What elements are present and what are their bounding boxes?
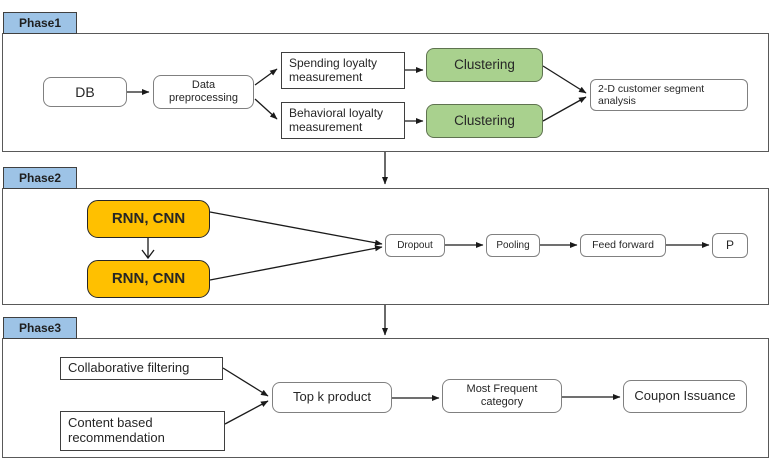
arrow-collab-topk [222,367,269,397]
node-spending-loyalty-label: Spending loyalty measurement [289,55,378,84]
phase1-tab: Phase1 [3,12,77,34]
node-most-frequent-category: Most Frequent category [442,379,562,413]
node-data-preprocessing-label: Data preprocessing [168,79,239,104]
node-rnn-cnn-top: RNN, CNN [87,200,210,238]
arrow-rnn1-rnn2-head [141,249,155,260]
phase1-tab-label: Phase1 [18,16,62,30]
node-db-label: DB [75,83,95,100]
arrow-content-topk [224,400,269,425]
arrow-clustering1-segment [542,65,587,94]
arrow-prep-behavioral [254,98,278,120]
node-data-preprocessing: Data preprocessing [153,75,254,109]
phase2-tab-label: Phase2 [18,171,62,185]
node-dropout-label: Dropout [397,239,433,251]
node-clustering-top: Clustering [426,48,543,82]
node-clustering-bottom: Clustering [426,104,543,138]
node-clustering-top-label: Clustering [454,57,515,73]
node-segment-analysis: 2-D customer segment analysis [590,79,748,111]
node-segment-analysis-label: 2-D customer segment analysis [598,82,705,107]
node-spending-loyalty: Spending loyalty measurement [281,52,405,89]
node-behavioral-loyalty: Behavioral loyalty measurement [281,102,405,139]
node-feed-forward-label: Feed forward [592,239,654,252]
arrow-rnn2-dropout [209,245,383,281]
node-rnn-cnn-bottom: RNN, CNN [87,260,210,298]
node-coupon-issuance-label: Coupon Issuance [634,388,736,404]
node-collaborative-filtering-label: Collaborative filtering [68,360,190,376]
phase3-tab: Phase3 [3,317,77,339]
node-db: DB [43,77,127,107]
phase2-tab: Phase2 [3,167,77,189]
phase3-tab-label: Phase3 [18,321,62,335]
node-top-k-product: Top k product [272,382,392,413]
node-most-frequent-category-label: Most Frequent category [466,383,538,408]
node-feed-forward: Feed forward [580,234,666,257]
node-pooling: Pooling [486,234,540,257]
node-p-label: P [725,237,734,252]
node-collaborative-filtering: Collaborative filtering [60,357,223,380]
node-coupon-issuance: Coupon Issuance [623,380,747,413]
arrow-prep-spending [254,68,278,86]
arrow-clustering2-segment [542,96,587,122]
node-top-k-product-label: Top k product [292,389,372,405]
node-clustering-bottom-label: Clustering [454,113,515,129]
node-rnn-cnn-bottom-label: RNN, CNN [111,270,186,288]
node-pooling-label: Pooling [496,239,530,251]
node-behavioral-loyalty-label: Behavioral loyalty measurement [289,105,384,134]
node-rnn-cnn-top-label: RNN, CNN [111,210,186,228]
node-content-based: Content based recommendation [60,411,225,451]
node-p: P [712,233,748,258]
arrow-rnn1-dropout [209,211,383,246]
node-dropout: Dropout [385,234,445,257]
node-content-based-label: Content based recommendation [68,415,165,445]
